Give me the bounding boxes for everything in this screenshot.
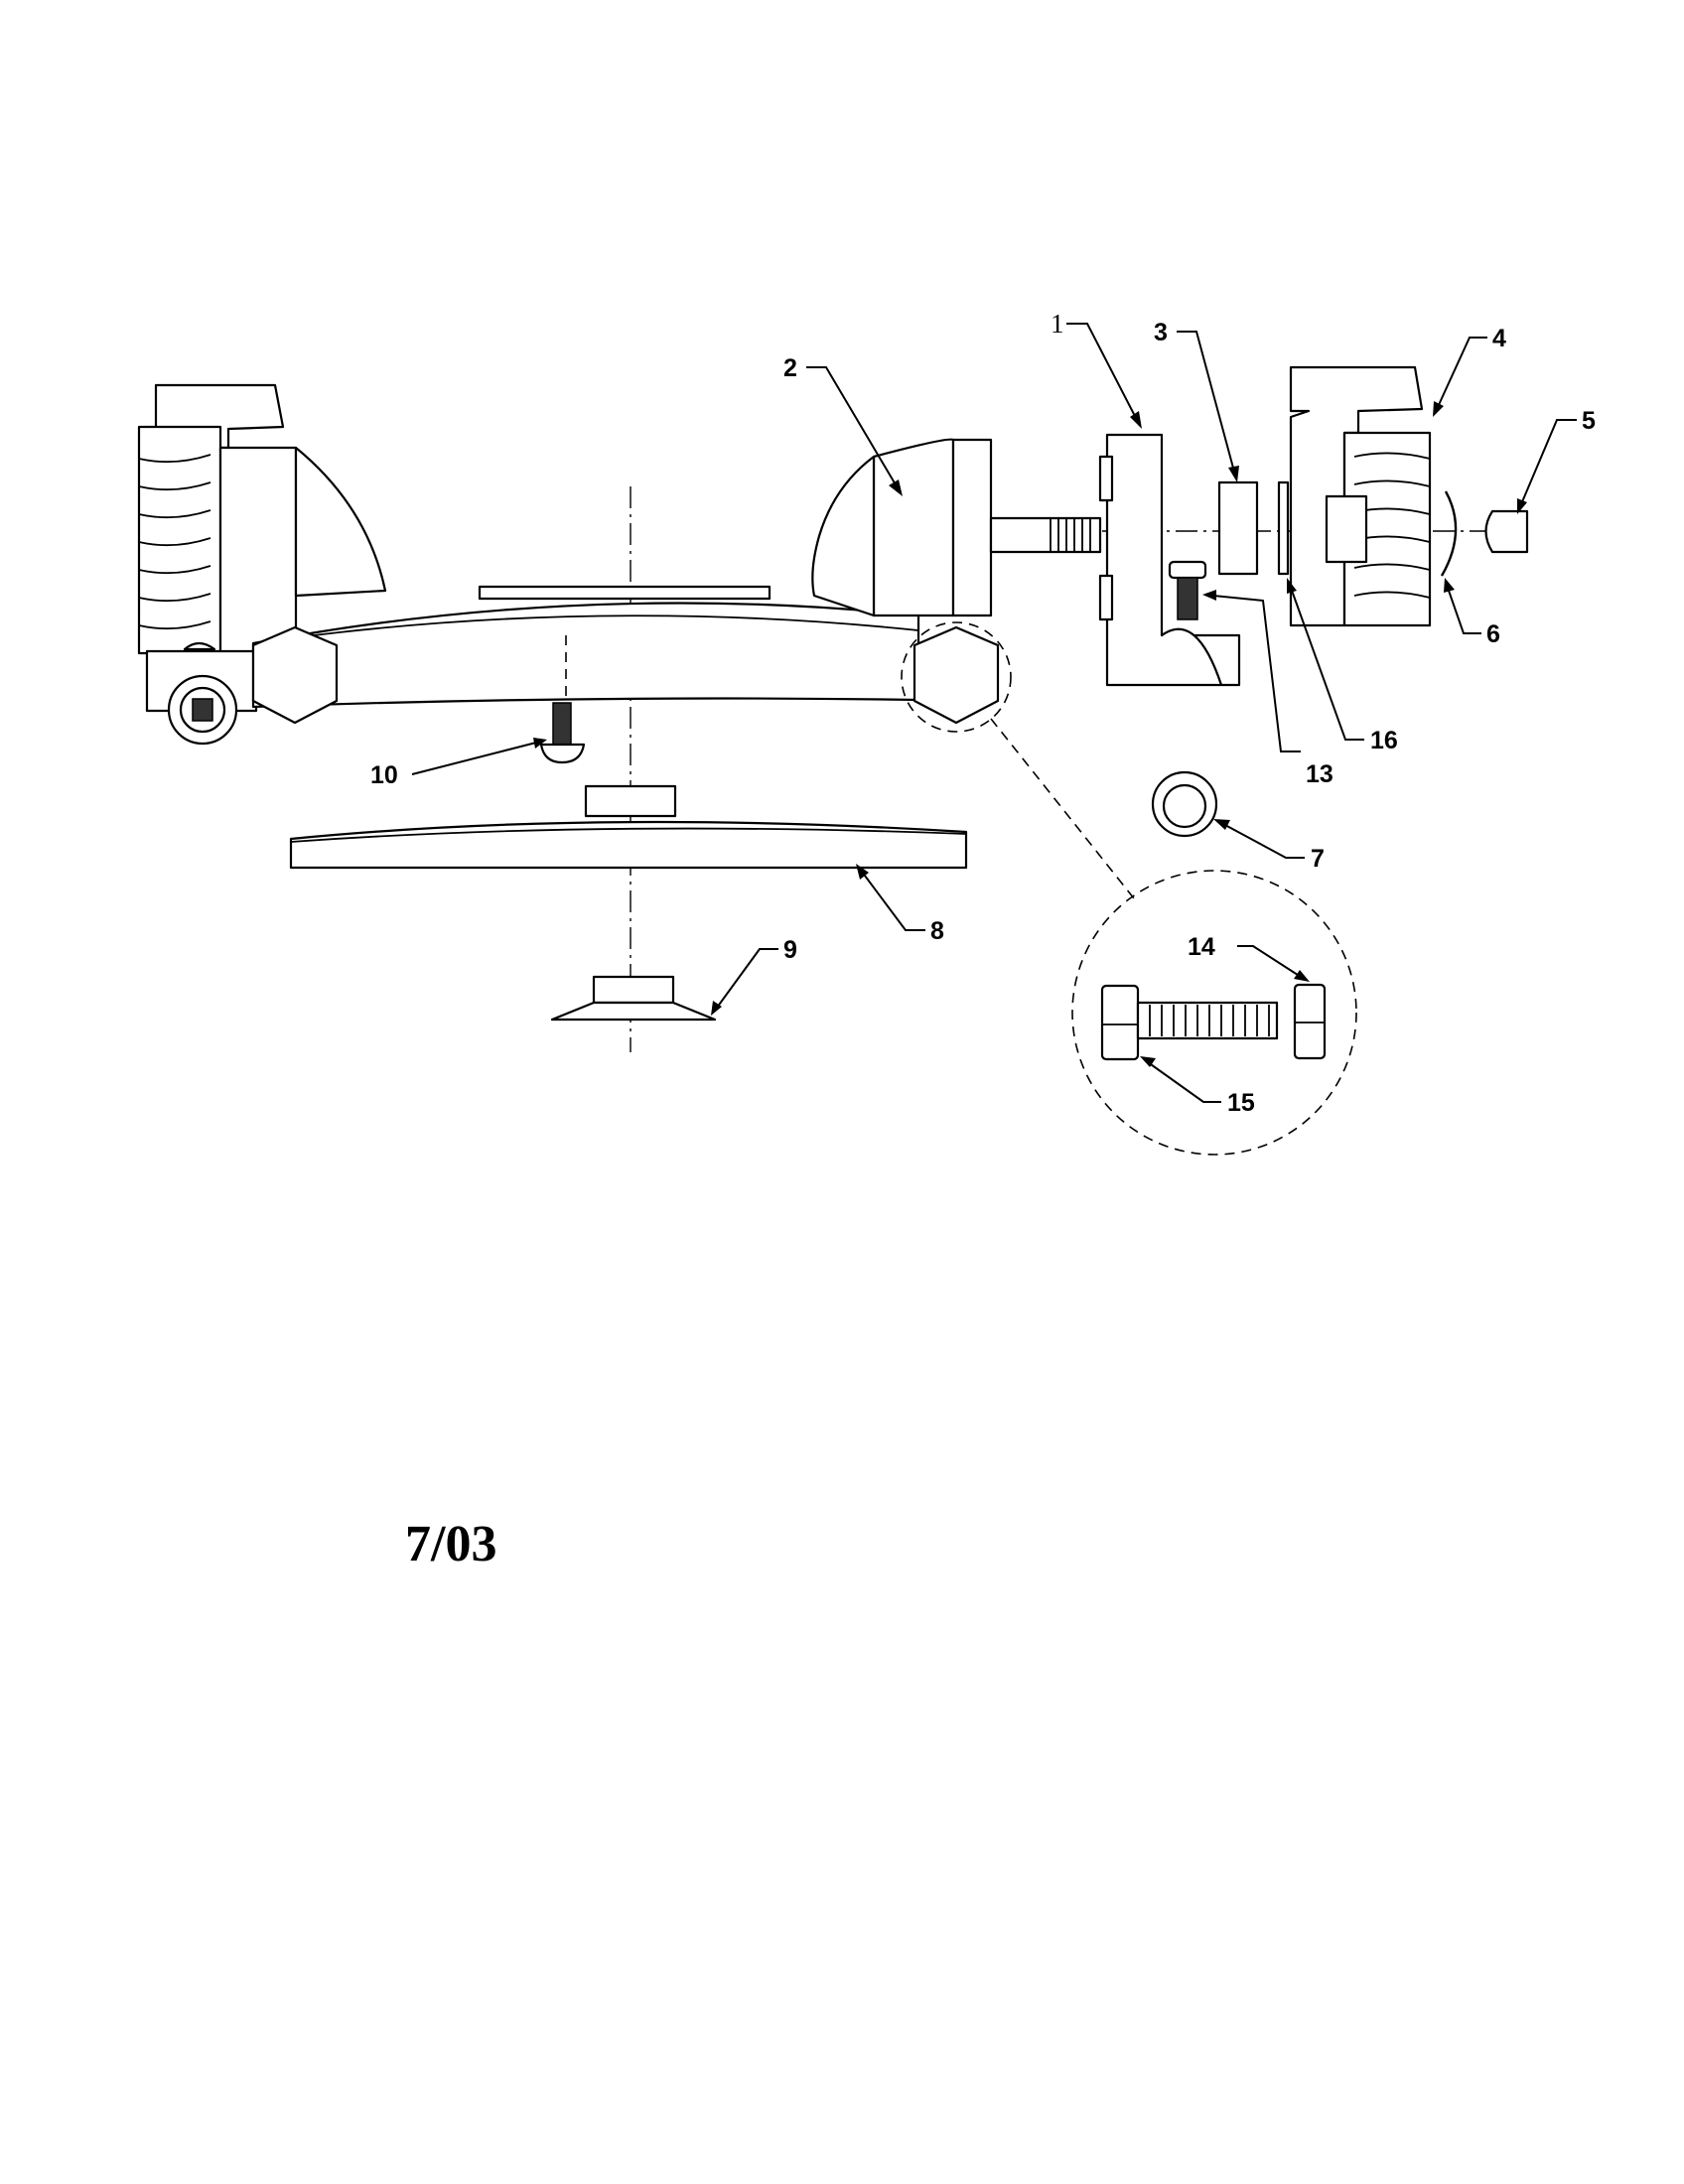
callout-7: 7 <box>1311 845 1325 873</box>
callout-8: 8 <box>930 917 944 945</box>
callout-6: 6 <box>1486 620 1500 648</box>
right-hex-bolt-head <box>912 625 1000 725</box>
part-4-knob <box>1289 365 1432 627</box>
detail-circle <box>901 621 1357 1156</box>
left-hex-bolt-head <box>251 625 339 725</box>
callout-4: 4 <box>1492 325 1506 352</box>
part-16-washer <box>1277 480 1290 576</box>
callout-16: 16 <box>1370 727 1398 754</box>
callout-5: 5 <box>1582 407 1596 435</box>
part-7-ring <box>1151 770 1218 838</box>
left-clamp-assembly <box>137 383 387 746</box>
part-10-screw <box>539 702 586 764</box>
main-body <box>251 585 1000 725</box>
part-14-nut <box>1293 983 1327 1060</box>
callout-1: 1 <box>1051 309 1064 339</box>
leader-lines <box>411 323 1577 1103</box>
part-2-jaw <box>811 438 1102 617</box>
part-3-pad <box>1217 480 1259 576</box>
part-9-foot <box>550 975 717 1022</box>
callout-15: 15 <box>1227 1089 1255 1117</box>
callout-2: 2 <box>783 354 797 382</box>
part-15-bolt <box>1100 984 1279 1061</box>
callout-13: 13 <box>1306 760 1333 788</box>
part-5-cap-nut <box>1484 509 1529 554</box>
part-1-clamp-block <box>1098 433 1241 687</box>
callout-10: 10 <box>370 761 398 789</box>
part-6-spring-washer <box>1440 490 1458 577</box>
callout-9: 9 <box>783 936 797 964</box>
part-13-screw <box>1168 560 1207 620</box>
part-8-base-plate <box>289 784 968 870</box>
callout-14: 14 <box>1188 933 1215 961</box>
revision-date: 7/03 <box>405 1516 496 1572</box>
callout-3: 3 <box>1154 319 1168 346</box>
